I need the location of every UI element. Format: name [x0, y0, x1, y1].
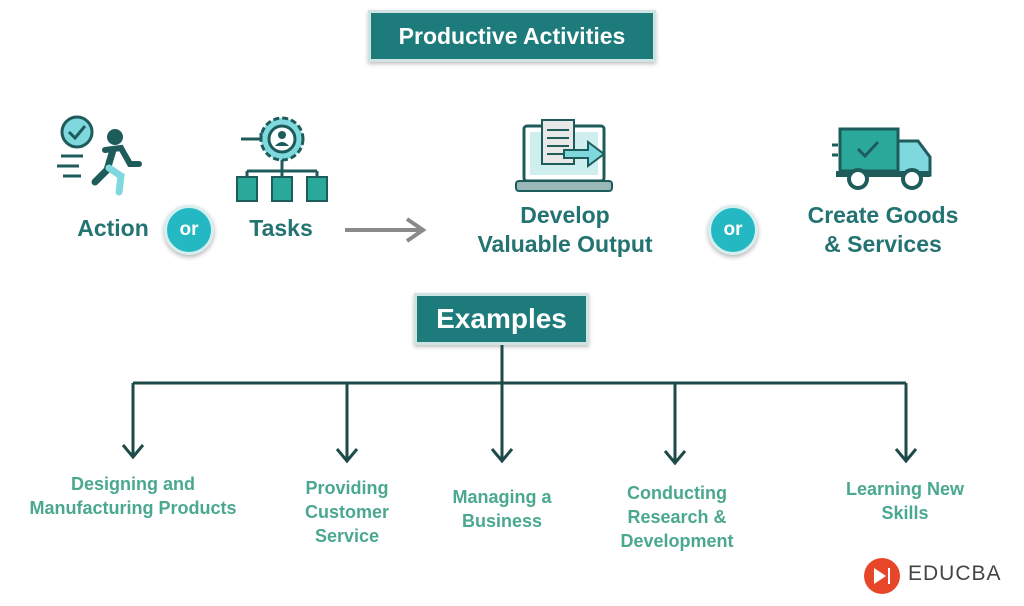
arrow-5	[894, 383, 918, 464]
delivery-truck-icon	[832, 127, 932, 190]
example-line: Service	[314, 526, 380, 546]
or-right-text: or	[723, 219, 743, 240]
or-circle-right: or	[708, 205, 758, 255]
gear-tasks-icon	[236, 116, 328, 202]
example-item: Conducting Research & Development	[592, 481, 762, 553]
develop-line2: Valuable Output	[477, 231, 653, 257]
example-line: Providing	[305, 478, 389, 498]
educba-logo-icon	[864, 558, 900, 594]
example-item: Providing Customer Service	[272, 476, 422, 548]
example-line: Learning New	[845, 479, 965, 499]
action-label: Action	[77, 215, 149, 241]
arrow-4	[663, 383, 687, 466]
develop-output-label: Develop Valuable Output	[440, 201, 690, 259]
arrow-3	[490, 383, 514, 464]
example-line: Customer	[304, 502, 389, 522]
running-person-icon	[57, 115, 142, 196]
example-line: Business	[461, 511, 543, 531]
example-line: Research &	[627, 507, 727, 527]
brand-name: EDUCBA	[908, 562, 1002, 585]
example-line: Managing a	[452, 487, 552, 507]
example-item: Designing and Manufacturing Products	[6, 472, 260, 520]
examples-heading: Examples	[414, 293, 589, 345]
right-arrow-icon	[345, 217, 427, 243]
example-line: Designing and	[70, 474, 195, 494]
create-goods-label: Create Goods & Services	[778, 201, 988, 259]
tasks-label: Tasks	[249, 215, 313, 241]
page-title: Productive Activities	[368, 10, 656, 62]
example-item: Managing a Business	[424, 485, 580, 533]
arrow-2	[335, 383, 359, 464]
example-line: Manufacturing Products	[29, 498, 237, 518]
example-line: Skills	[881, 503, 929, 523]
example-line: Conducting	[627, 483, 727, 503]
arrow-1	[121, 383, 145, 460]
create-line1: Create Goods	[807, 202, 959, 228]
example-line: Development	[620, 531, 734, 551]
develop-line1: Develop	[520, 202, 610, 228]
laptop-document-icon	[515, 119, 613, 192]
example-item: Learning New Skills	[820, 477, 990, 525]
or-left-text: or	[179, 219, 199, 240]
create-line2: & Services	[824, 231, 942, 257]
or-circle-left: or	[164, 205, 214, 255]
